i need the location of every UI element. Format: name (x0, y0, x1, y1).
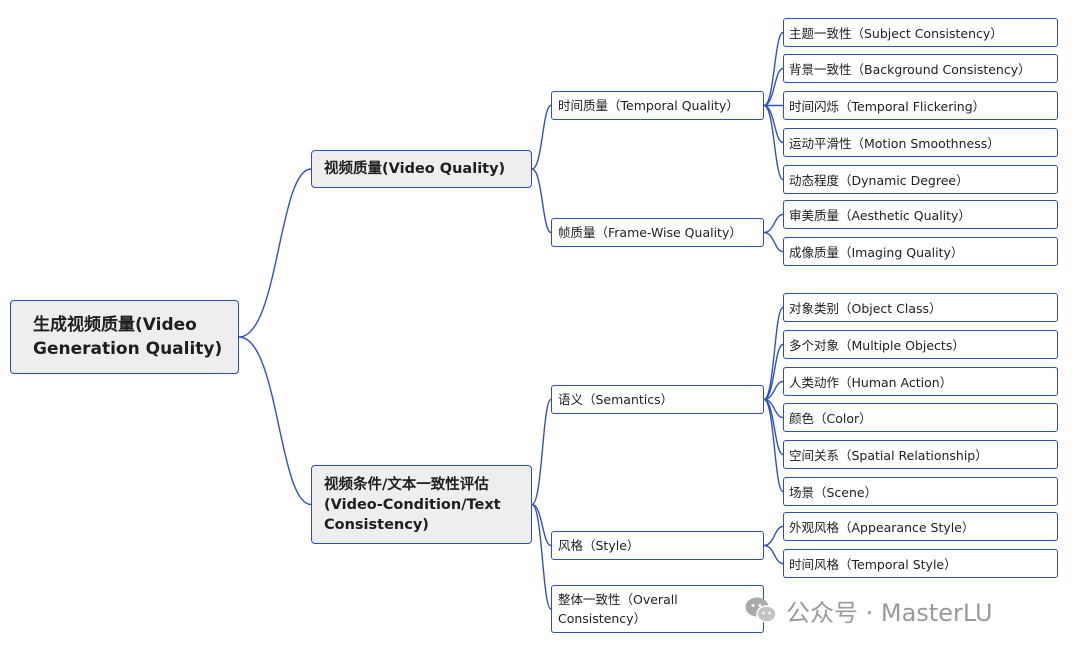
leaf-object-class[interactable]: 对象类别（Object Class） (783, 293, 1058, 322)
connector-leaf-imaging-quality (763, 231, 784, 253)
connector-node-temporal-quality (531, 104, 552, 170)
leaf-aesthetic-quality[interactable]: 审美质量（Aesthetic Quality） (783, 200, 1058, 229)
connector-leaf-dynamic-degree (763, 104, 784, 181)
leaf-scene[interactable]: 场景（Scene） (783, 477, 1058, 506)
leaf-color[interactable]: 颜色（Color） (783, 403, 1058, 432)
connector-branch-condition-consistency (238, 336, 312, 506)
connector-leaf-background-consistency (763, 67, 784, 107)
connector-node-style (531, 503, 552, 547)
leaf-spatial-relationship[interactable]: 空间关系（Spatial Relationship） (783, 440, 1058, 469)
connector-branch-video-quality (238, 168, 312, 338)
watermark: 公众号 · MasterLU (744, 592, 1056, 628)
leaf-subject-consistency[interactable]: 主题一致性（Subject Consistency） (783, 18, 1058, 47)
leaf-temporal-style[interactable]: 时间风格（Temporal Style） (783, 549, 1058, 578)
connector-node-overall-consistency (531, 503, 552, 610)
leaf-multiple-objects[interactable]: 多个对象（Multiple Objects） (783, 330, 1058, 359)
connector-leaf-temporal-style (763, 544, 784, 565)
leaf-appearance-style[interactable]: 外观风格（Appearance Style） (783, 512, 1058, 541)
node-frame-wise-quality[interactable]: 帧质量（Frame-Wise Quality） (551, 218, 764, 247)
branch-condition-consistency[interactable]: 视频条件/文本一致性评估(Video-Condition/Text Consis… (311, 465, 532, 544)
connector-leaf-subject-consistency (763, 31, 784, 107)
node-semantics[interactable]: 语义（Semantics） (551, 385, 764, 414)
connector-leaf-aesthetic-quality (763, 213, 784, 234)
node-overall-consistency[interactable]: 整体一致性（Overall Consistency） (551, 585, 764, 633)
leaf-imaging-quality[interactable]: 成像质量（Imaging Quality） (783, 237, 1058, 266)
connector-leaf-scene (763, 398, 784, 493)
connector-leaf-appearance-style (763, 525, 784, 547)
connector-leaf-human-action (763, 380, 784, 401)
node-style[interactable]: 风格（Style） (551, 531, 764, 560)
wechat-icon (745, 597, 777, 623)
branch-label: 视频条件/文本一致性评估(Video-Condition/Text Consis… (324, 476, 501, 533)
node-temporal-quality[interactable]: 时间质量（Temporal Quality） (551, 91, 764, 120)
connector-leaf-multiple-objects (763, 343, 784, 401)
branch-label: 视频质量(Video Quality) (324, 161, 506, 177)
watermark-text: 公众号 · MasterLU (786, 598, 993, 627)
connector-node-frame-wise-quality (531, 168, 552, 234)
branch-video-quality[interactable]: 视频质量(Video Quality) (311, 150, 532, 188)
leaf-dynamic-degree[interactable]: 动态程度（Dynamic Degree） (783, 165, 1058, 194)
leaf-motion-smoothness[interactable]: 运动平滑性（Motion Smoothness） (783, 128, 1058, 157)
connector-node-semantics (531, 398, 552, 506)
leaf-human-action[interactable]: 人类动作（Human Action） (783, 367, 1058, 396)
leaf-temporal-flickering[interactable]: 时间闪烁（Temporal Flickering） (783, 91, 1058, 120)
leaf-background-consistency[interactable]: 背景一致性（Background Consistency） (783, 54, 1058, 83)
connector-leaf-object-class (763, 306, 784, 401)
root-label: 生成视频质量(Video Generation Quality) (33, 315, 223, 359)
root-node[interactable]: 生成视频质量(Video Generation Quality) (10, 300, 239, 374)
